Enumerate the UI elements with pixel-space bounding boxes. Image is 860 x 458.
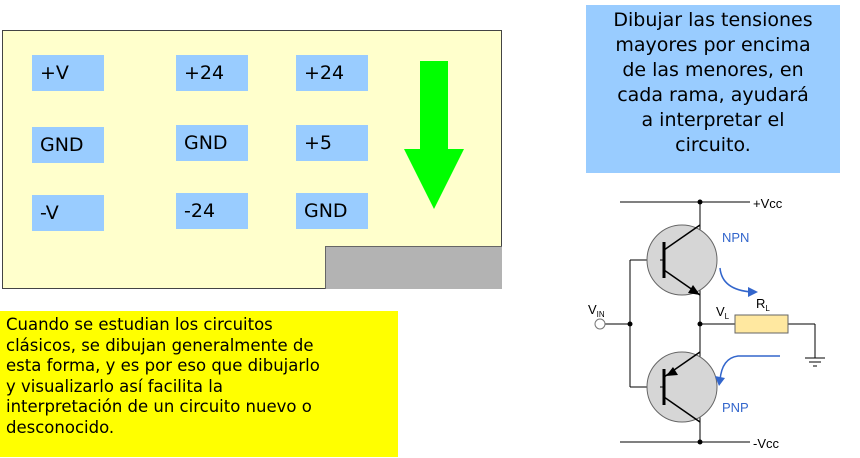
ground-icon <box>805 357 825 367</box>
note-draw-voltages: Dibujar las tensiones mayores por encima… <box>586 5 840 173</box>
voltage-label-plus5: +5 <box>296 125 368 161</box>
voltage-label-v-plus: +V <box>32 55 104 91</box>
voltage-label-plus24: +24 <box>296 55 368 91</box>
gray-block <box>325 246 502 289</box>
voltage-label-gnd: GND <box>32 127 104 163</box>
voltage-label-gnd: GND <box>296 193 368 229</box>
push-pull-circuit-diagram: +Vcc -Vcc NPN PNP VIN VL RL <box>588 196 825 451</box>
vin-label: VIN <box>588 302 605 319</box>
voltage-label-v-minus: -V <box>32 195 104 231</box>
voltage-label-gnd: GND <box>176 125 248 161</box>
pnp-transistor-icon <box>646 351 718 423</box>
npn-current-arrow-icon <box>719 267 753 293</box>
voltage-label-plus24: +24 <box>176 55 248 91</box>
npn-label: NPN <box>722 230 749 245</box>
vcc-negative-label: -Vcc <box>753 436 780 451</box>
down-arrow-icon <box>404 61 464 209</box>
pnp-label: PNP <box>722 400 749 415</box>
pnp-current-arrow-icon <box>719 355 780 381</box>
npn-transistor-icon <box>646 224 718 296</box>
voltage-label-minus24: -24 <box>176 193 248 229</box>
vcc-positive-label: +Vcc <box>753 196 783 211</box>
note-classic-circuits: Cuando se estudian los circuitos clásico… <box>0 311 398 457</box>
rl-label: RL <box>756 296 770 313</box>
load-resistor-icon <box>734 314 789 334</box>
input-terminal-icon <box>594 318 606 330</box>
vl-label: VL <box>716 304 730 321</box>
